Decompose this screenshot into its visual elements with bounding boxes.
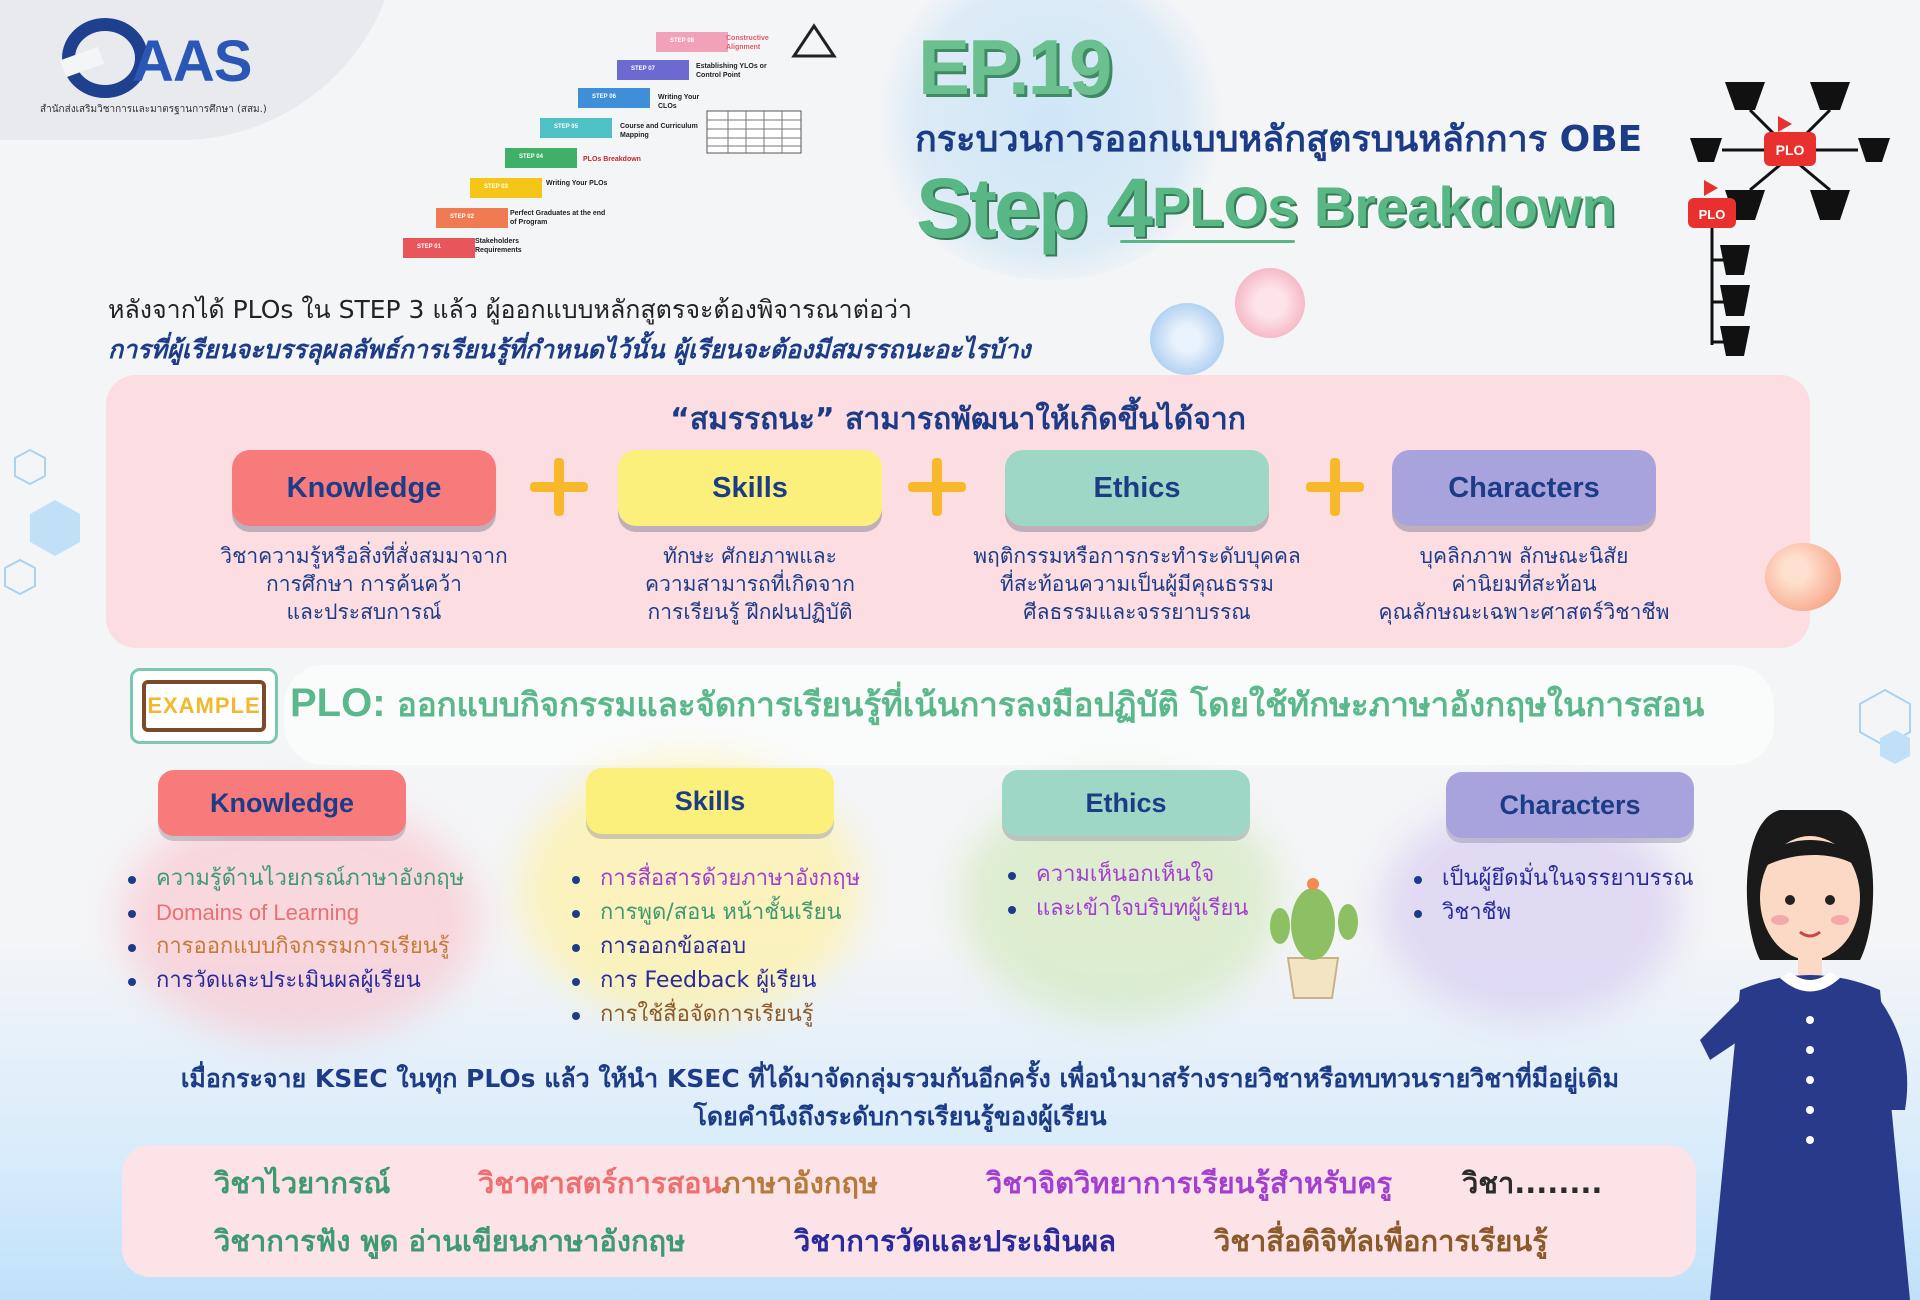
example-characters-pill: Characters [1446,772,1694,838]
stair-step-4: STEP 04 [505,148,577,168]
course-learning-psychology: วิชาจิตวิทยาการเรียนรู้สำหรับครู [986,1166,1393,1200]
list-item: การวัดและประเมินผลผู้เรียน [124,964,464,998]
example-badge: EXAMPLE [130,668,278,744]
knowledge-example-list: ความรู้ด้านไวยกรณ์ภาษาอังกฤษ Domains of … [124,862,464,998]
characters-example-list: เป็นผู้ยึดมั่นในจรรยาบรรณ วิชาชีพ [1410,862,1694,930]
example-plo-statement: PLO: ออกแบบกิจกรรมและจัดการเรียนรู้ที่เน… [290,678,1704,731]
plo-badge-top: PLO [1776,142,1805,158]
ethics-example-list: ความเห็นอกเห็นใจ และเข้าใจบริบทผู้เรียน [1004,858,1248,926]
skills-example-list: การสื่อสารด้วยภาษาอังกฤษ การพูด/สอน หน้า… [568,862,860,1032]
list-item: การสื่อสารด้วยภาษาอังกฤษ [568,862,860,896]
blue-flower-decoration [1150,303,1224,375]
aas-logo: AAS สำนักส่งเสริมวิชาการและมาตรฐานการศึก… [40,10,300,120]
competency-skills-pill: Skills [618,450,882,526]
main-title: กระบวนการออกแบบหลักสูตรบนหลักการ OBE [915,119,1643,160]
competency-knowledge-pill: Knowledge [232,450,496,526]
list-item: การพูด/สอน หน้าชั้นเรียน [568,896,860,930]
plus-icon [908,458,966,516]
title-underline [1120,240,1295,243]
stair-step-8: STEP 08 [656,32,728,52]
example-strip [284,665,1774,765]
competency-ethics-pill: Ethics [1005,450,1269,526]
stair-label-1: Stakeholders Requirements [475,238,522,254]
course-digital-media: วิชาสื่อดิจิทัลเพื่อการเรียนรู้ [1214,1224,1548,1258]
list-item: การใช้สื่อจัดการเรียนรู้ [568,998,860,1032]
competency-title: “สมรรถนะ” สามารถพัฒนาให้เกิดขึ้นได้จาก [670,402,1246,437]
conclusion-text: เมื่อกระจาย KSEC ในทุก PLOs แล้ว ให้นำ K… [180,1064,1620,1131]
list-item: ความเห็นอกเห็นใจ [1004,858,1248,892]
stair-label-2: Perfect Graduates at the end of Program [510,210,606,226]
triangle-alignment-icon [791,23,837,58]
stair-label-3: Writing Your PLOs [546,180,608,187]
ethics-description: พฤติกรรมหรือการกระทำระดับบุคคลที่สะท้อนค… [973,544,1301,624]
course-other: วิชา........ [1462,1166,1603,1200]
stair-label-8: Constructive Alignment [726,35,769,51]
stair-label-5: Course and Curriculum Mapping [620,123,698,139]
stair-label-7: Establishing YLOs or Control Point [696,63,767,79]
characters-description: บุคลิกภาพ ลักษณะนิสัยค่านิยมที่สะท้อนคุณ… [1378,544,1670,624]
intro-line-1: หลังจากได้ PLOs ใน STEP 3 แล้ว ผู้ออกแบบ… [108,295,913,324]
stair-step-6: STEP 06 [578,88,650,108]
pink-flower-decoration [1235,268,1305,338]
knowledge-description: วิชาความรู้หรือสิ่งที่สั่งสมมาจากการศึกษ… [220,544,508,624]
course-assessment: วิชาการวัดและประเมินผล [794,1224,1117,1258]
pink-splash-decoration [120,800,480,1040]
list-item: การออกข้อสอบ [568,930,860,964]
list-item: และเข้าใจบริบทผู้เรียน [1004,892,1248,926]
skills-description: ทักษะ ศักยภาพและความสามารถที่เกิดจากการเ… [645,544,855,624]
episode-title: EP.19 [918,23,1112,111]
example-skills-pill: Skills [586,768,834,834]
list-item: การ Feedback ผู้เรียน [568,964,860,998]
example-badge-label: EXAMPLE [142,680,266,732]
plus-icon [1306,458,1364,516]
teacher-illustration [1700,810,1910,1300]
course-listening-speaking: วิชาการฟัง พูด อ่านเขียนภาษาอังกฤษ [214,1224,686,1258]
competency-characters-pill: Characters [1392,450,1656,526]
hexagon-decoration-right [1859,688,1911,764]
logo-subtitle: สำนักส่งเสริมวิชาการและมาตรฐานการศึกษา (… [40,104,267,115]
course-teaching-english: วิชาศาสตร์การสอนภาษาอังกฤษ [478,1166,879,1200]
step-number-title: Step 4 [916,161,1153,255]
peach-decoration [1765,543,1841,611]
list-item: เป็นผู้ยึดมั่นในจรรยาบรรณ [1410,862,1694,896]
plus-icon [530,458,588,516]
plo-badge-side: PLO [1699,207,1726,222]
plo-key: PLO: [290,681,386,725]
stair-step-1: STEP 01 [403,238,475,258]
header-circle-decoration [870,0,1230,280]
course-grammar: วิชาไวยากรณ์ [214,1166,391,1200]
course-list-box [122,1145,1696,1277]
intro-line-2: การที่ผู้เรียนจะบรรลุผลลัพธ์การเรียนรู้ท… [108,335,1031,364]
cactus-decoration [1270,878,1358,999]
logo-text: AAS [132,29,252,94]
example-knowledge-pill: Knowledge [158,770,406,836]
list-item: การออกแบบกิจกรรมการเรียนรู้ [124,930,464,964]
stair-step-2: STEP 02 [436,208,508,228]
stair-step-3: STEP 03 [470,178,542,198]
example-ethics-pill: Ethics [1002,770,1250,836]
stair-label-6: Writing Your CLOs [658,94,700,110]
hexagon-decoration [4,448,80,596]
stair-step-7: STEP 07 [617,60,689,80]
stair-label-4: PLOs Breakdown [583,156,641,163]
list-item: ความรู้ด้านไวยกรณ์ภาษาอังกฤษ [124,862,464,896]
list-item: วิชาชีพ [1410,896,1694,930]
plo-text: ออกแบบกิจกรรมและจัดการเรียนรู้ที่เน้นการ… [397,685,1705,724]
list-item: Domains of Learning [124,896,464,930]
mapping-table-icon [706,110,802,154]
stair-step-5: STEP 05 [540,118,612,138]
step-subtitle: PLOs Breakdown [1152,175,1616,238]
plo-hierarchy-icon: PLO PLO [1688,82,1890,356]
